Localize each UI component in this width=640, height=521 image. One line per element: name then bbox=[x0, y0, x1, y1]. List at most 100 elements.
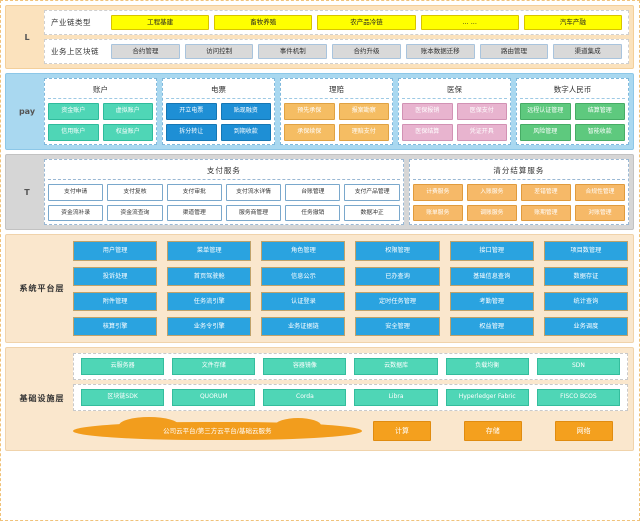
pcell-14[interactable]: 任务流引擎 bbox=[167, 291, 252, 311]
cell-payment-10[interactable]: 服务商管理 bbox=[225, 204, 282, 222]
chip-account-4[interactable]: 权益账户 bbox=[102, 124, 153, 142]
pay-group-digital-rmb-title: 数字人民币 bbox=[520, 82, 625, 100]
tile-industry-2[interactable]: 畜牧养殖 bbox=[214, 15, 313, 31]
chip-drmb-4[interactable]: 智能收款 bbox=[574, 124, 625, 142]
pcell-7[interactable]: 投诉处理 bbox=[73, 266, 158, 286]
icell-cloud-4[interactable]: 云数据库 bbox=[354, 357, 438, 375]
cell-settlement-6[interactable]: 调账服务 bbox=[466, 204, 517, 222]
chip-ebill-1[interactable]: 开立电票 bbox=[166, 103, 217, 121]
pcell-16[interactable]: 定时任务管理 bbox=[355, 291, 440, 311]
tile-blockchain-2[interactable]: 访问控制 bbox=[184, 44, 254, 60]
cell-settlement-1[interactable]: 计费服务 bbox=[412, 184, 463, 201]
cell-payment-5[interactable]: 台账管理 bbox=[285, 184, 341, 201]
cell-settlement-2[interactable]: 入账服务 bbox=[466, 184, 517, 201]
cell-payment-3[interactable]: 支付审批 bbox=[166, 184, 222, 201]
chip-ebill-2[interactable]: 贴现融资 bbox=[220, 103, 271, 121]
icell-cloud-6[interactable]: SDN bbox=[536, 357, 620, 375]
layer-l-side-label: L bbox=[24, 32, 30, 42]
tile-blockchain-5[interactable]: 账本数据迁移 bbox=[405, 44, 475, 60]
cell-settlement-5[interactable]: 账单服务 bbox=[412, 204, 463, 222]
chip-medical-3[interactable]: 医保结算 bbox=[402, 124, 453, 142]
tile-blockchain-3[interactable]: 事件机制 bbox=[258, 44, 328, 60]
pcell-12[interactable]: 数据存证 bbox=[543, 266, 628, 286]
resource-button-compute[interactable]: 计算 bbox=[372, 420, 431, 441]
settlement-service-title: 清分结算服务 bbox=[412, 163, 625, 181]
pcell-11[interactable]: 基础信息查询 bbox=[449, 266, 534, 286]
chip-drmb-1[interactable]: 远程认证管理 bbox=[520, 103, 571, 121]
pcell-5[interactable]: 接口管理 bbox=[449, 241, 534, 261]
pcell-6[interactable]: 项目数管理 bbox=[543, 241, 628, 261]
cell-settlement-3[interactable]: 差错管理 bbox=[520, 184, 571, 201]
chip-drmb-3[interactable]: 风险管理 bbox=[520, 124, 571, 142]
tile-blockchain-1[interactable]: 合约管理 bbox=[111, 44, 180, 60]
cell-payment-11[interactable]: 任务撤销 bbox=[285, 204, 341, 222]
icell-chain-3[interactable]: Corda bbox=[263, 388, 347, 406]
pcell-3[interactable]: 角色管理 bbox=[261, 241, 346, 261]
icell-cloud-2[interactable]: 文件存储 bbox=[172, 357, 256, 375]
resource-button-storage[interactable]: 存储 bbox=[463, 420, 522, 441]
tile-blockchain-6[interactable]: 路由管理 bbox=[479, 44, 549, 60]
icell-cloud-1[interactable]: 云服务器 bbox=[81, 357, 165, 375]
pcell-15[interactable]: 认证登录 bbox=[261, 291, 346, 311]
cell-settlement-8[interactable]: 对账管理 bbox=[574, 204, 625, 222]
chip-account-2[interactable]: 虚拟账户 bbox=[102, 103, 153, 121]
tile-industry-1[interactable]: 工程基建 bbox=[111, 15, 210, 31]
cell-settlement-4[interactable]: 合规性管理 bbox=[574, 184, 625, 201]
icell-chain-6[interactable]: FISCO BCOS bbox=[536, 388, 620, 406]
pcell-8[interactable]: 首页驾驶舱 bbox=[167, 266, 252, 286]
pcell-4[interactable]: 权限管理 bbox=[355, 241, 440, 261]
chip-account-3[interactable]: 信用账户 bbox=[48, 124, 99, 142]
tile-blockchain-4[interactable]: 合约升级 bbox=[332, 44, 401, 60]
cell-payment-4[interactable]: 支付流水详情 bbox=[225, 184, 282, 201]
pcell-24[interactable]: 业务调度 bbox=[543, 316, 628, 336]
chip-drmb-2[interactable]: 结算管理 bbox=[574, 103, 625, 121]
cell-settlement-7[interactable]: 账期管理 bbox=[520, 204, 571, 222]
pcell-10[interactable]: 已办查询 bbox=[355, 266, 440, 286]
pcell-23[interactable]: 权益管理 bbox=[449, 316, 534, 336]
cell-payment-8[interactable]: 资金流查询 bbox=[107, 204, 163, 222]
pcell-1[interactable]: 用户管理 bbox=[73, 241, 158, 261]
icell-chain-2[interactable]: QUORUM bbox=[172, 388, 256, 406]
cell-payment-9[interactable]: 渠道管理 bbox=[166, 204, 222, 222]
pcell-20[interactable]: 业务令引擎 bbox=[167, 316, 252, 336]
cell-payment-2[interactable]: 支付复核 bbox=[107, 184, 163, 201]
pcell-21[interactable]: 业务证据链 bbox=[261, 316, 346, 336]
chip-medical-4[interactable]: 凭证开具 bbox=[456, 124, 507, 142]
icell-chain-5[interactable]: Hyperledger Fabric bbox=[445, 388, 529, 406]
cell-payment-6[interactable]: 支付产品管理 bbox=[344, 184, 400, 201]
pay-group-medical-insurance-title: 医保 bbox=[402, 82, 507, 100]
tile-industry-5[interactable]: 汽车产融 bbox=[523, 15, 623, 31]
chip-account-1[interactable]: 资金账户 bbox=[48, 103, 99, 121]
icell-chain-4[interactable]: Libra bbox=[354, 388, 438, 406]
chip-claims-1[interactable]: 预先承保 bbox=[284, 103, 335, 121]
chip-ebill-3[interactable]: 拆分转让 bbox=[166, 124, 217, 142]
chip-claims-2[interactable]: 报案勘察 bbox=[338, 103, 389, 121]
pcell-13[interactable]: 附件管理 bbox=[73, 291, 158, 311]
chip-ebill-4[interactable]: 到期收款 bbox=[220, 124, 271, 142]
pcell-22[interactable]: 安全管理 bbox=[355, 316, 440, 336]
pcell-18[interactable]: 统计查询 bbox=[543, 291, 628, 311]
cell-payment-7[interactable]: 资金流补录 bbox=[48, 204, 104, 222]
pcell-2[interactable]: 菜单管理 bbox=[167, 241, 252, 261]
pay-group-account: 账户 资金账户 虚拟账户 信用账户 权益账户 bbox=[44, 78, 157, 146]
cell-payment-1[interactable]: 支付申请 bbox=[48, 184, 104, 201]
icell-chain-1[interactable]: 区块链SDK bbox=[81, 388, 165, 406]
chip-claims-4[interactable]: 理赔支付 bbox=[338, 124, 389, 142]
icell-cloud-3[interactable]: 容器镜像 bbox=[263, 357, 347, 375]
resource-button-network[interactable]: 网络 bbox=[554, 420, 613, 441]
pay-columns: 账户 资金账户 虚拟账户 信用账户 权益账户 电票 开立电票 贴现融资 拆分转让… bbox=[44, 78, 629, 146]
chip-medical-1[interactable]: 医保报销 bbox=[402, 103, 453, 121]
tile-blockchain-7[interactable]: 渠道集成 bbox=[553, 44, 623, 60]
chip-claims-3[interactable]: 承保续保 bbox=[284, 124, 335, 142]
infrastructure-cloud-row: 云服务器 文件存储 容器镜像 云数据库 负载均衡 SDN bbox=[73, 352, 628, 380]
pcell-17[interactable]: 考勤管理 bbox=[449, 291, 534, 311]
icell-cloud-5[interactable]: 负载均衡 bbox=[445, 357, 529, 375]
business-blockchain-row: 业务上区块链 合约管理 访问控制 事件机制 合约升级 账本数据迁移 路由管理 渠… bbox=[44, 39, 629, 65]
pcell-9[interactable]: 信息公示 bbox=[261, 266, 346, 286]
pcell-19[interactable]: 核算引擎 bbox=[73, 316, 158, 336]
layer-pay: pay 账户 资金账户 虚拟账户 信用账户 权益账户 电票 开立电票 bbox=[5, 73, 634, 151]
tile-industry-3[interactable]: 农产品冷链 bbox=[317, 15, 416, 31]
cell-payment-12[interactable]: 数据冲正 bbox=[344, 204, 400, 222]
chip-medical-2[interactable]: 医保支付 bbox=[456, 103, 507, 121]
tile-industry-4[interactable]: ... ... bbox=[420, 15, 519, 31]
